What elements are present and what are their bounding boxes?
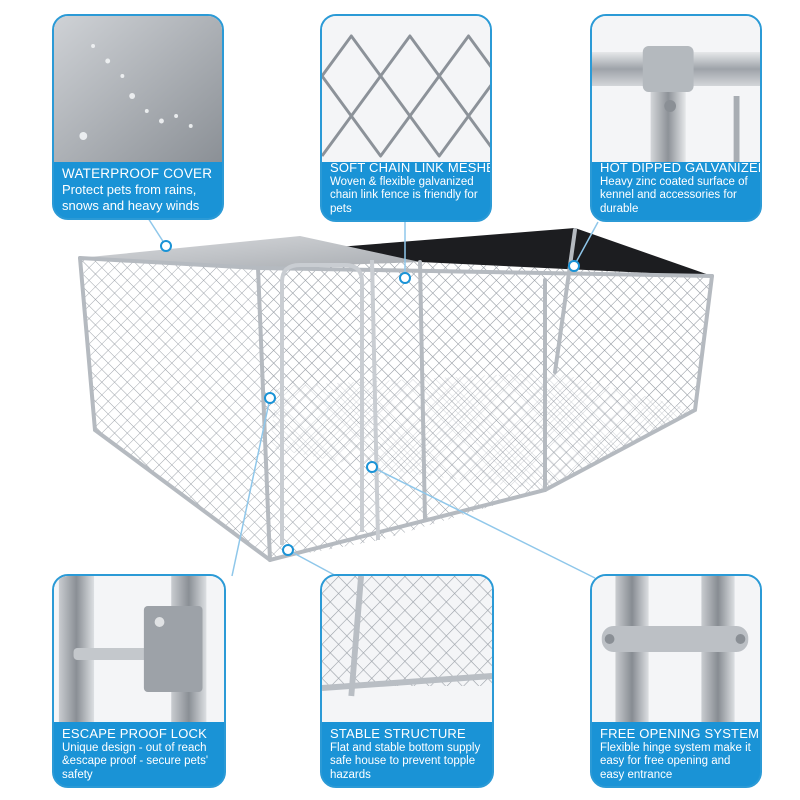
feature-description: Unique design - out of reach &escape pro… — [62, 741, 209, 781]
feature-card-galvanized: HOT DIPPED GALVANIZED Heavy zinc coated … — [590, 14, 762, 222]
front-panel — [258, 262, 712, 560]
feature-title: FREE OPENING SYSTEM — [600, 725, 760, 741]
feature-description: Protect pets from rains, snows and heavy… — [62, 182, 200, 213]
frame-corner-photo — [322, 576, 492, 723]
feature-card-hinge: FREE OPENING SYSTEM Flexible hinge syste… — [590, 574, 762, 788]
left-panel — [80, 258, 276, 560]
feature-card-lock: ESCAPE PROOF LOCK Unique design - out of… — [52, 574, 226, 788]
sunshade-cover-dark — [300, 228, 712, 276]
feature-card-structure: STABLE STRUCTURE Flat and stable bottom … — [320, 574, 494, 788]
pipe-joint-photo — [592, 16, 760, 163]
feature-title: SOFT CHAIN LINK MESHES — [330, 159, 492, 175]
feature-title: STABLE STRUCTURE — [330, 725, 466, 741]
feature-description: Flat and stable bottom supply safe house… — [330, 741, 481, 781]
callout-dots — [160, 240, 580, 556]
feature-title: WATERPROOF COVER — [62, 166, 213, 181]
feature-description: Woven & flexible galvanized chain link f… — [330, 175, 478, 215]
callout-lines — [147, 217, 599, 579]
chain-link-photo — [322, 16, 490, 163]
frame-tubes — [78, 228, 714, 563]
feature-description: Flexible hinge system make it easy for f… — [600, 741, 751, 781]
feature-title: HOT DIPPED GALVANIZED — [600, 159, 762, 175]
hinge-photo — [592, 576, 760, 723]
latch-photo — [54, 576, 224, 723]
waterproof-roof — [80, 236, 420, 268]
fabric-photo — [54, 16, 222, 163]
kennel-door — [280, 259, 380, 545]
feature-description: Heavy zinc coated surface of kennel and … — [600, 175, 748, 215]
feature-card-waterproof: WATERPROOF COVER Protect pets from rains… — [52, 14, 224, 220]
feature-card-chain-link: SOFT CHAIN LINK MESHES Woven & flexible … — [320, 14, 492, 222]
feature-title: ESCAPE PROOF LOCK — [62, 725, 207, 741]
